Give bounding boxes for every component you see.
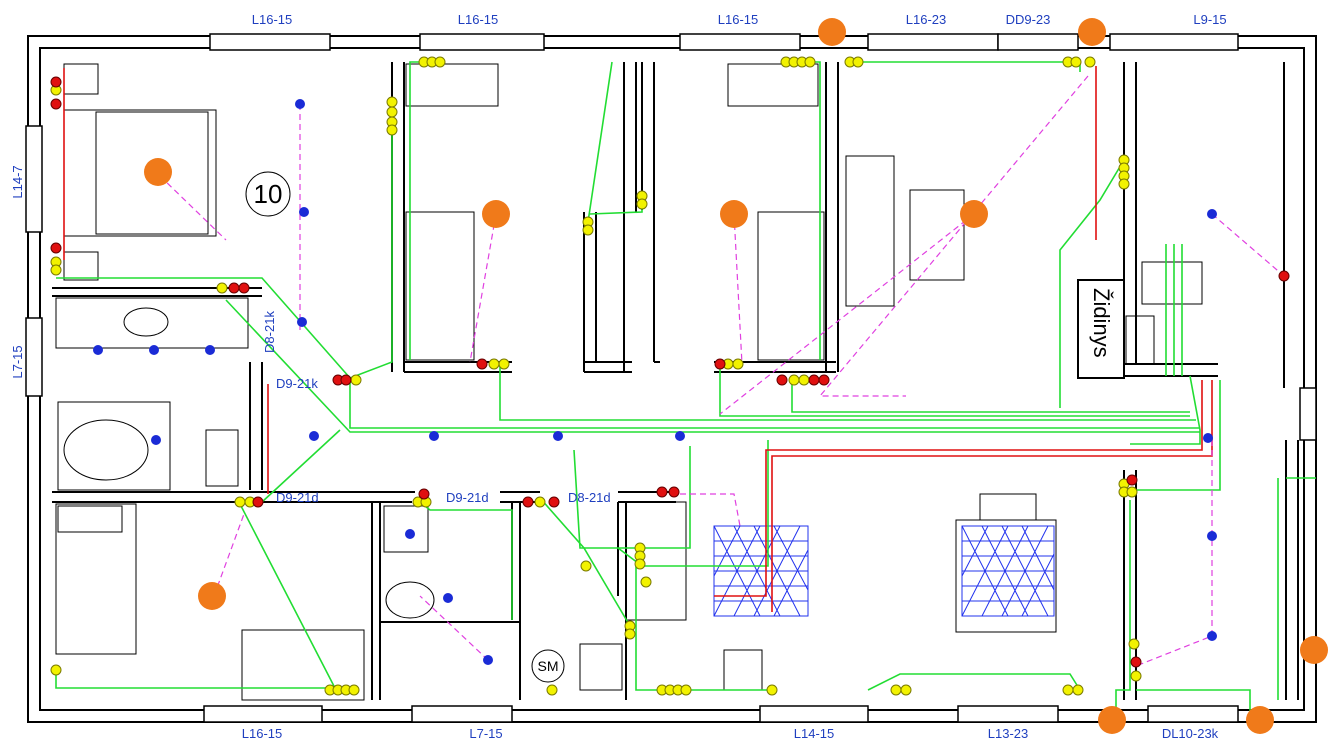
interior-walls	[52, 62, 1299, 700]
label-top-4: L16-23	[906, 12, 946, 27]
heating-grids	[713, 525, 1055, 617]
label-bottom-1: L16-15	[242, 726, 282, 741]
red-sockets	[50, 76, 1290, 668]
dashed-links	[159, 75, 1285, 667]
door-label-5: D8-21d	[568, 490, 611, 505]
label-bottom-3: L14-15	[794, 726, 834, 741]
door-label-4: D9-21d	[446, 490, 489, 505]
washer-label: SM	[538, 658, 559, 674]
label-top-3: L16-15	[718, 12, 758, 27]
door-label-1: D8-21k	[262, 311, 277, 353]
door-label-2: D9-21k	[276, 376, 318, 391]
label-left-1: L14-7	[10, 165, 25, 198]
label-top-1: L16-15	[252, 12, 292, 27]
label-top-6: L9-15	[1193, 12, 1226, 27]
label-bottom-4: L13-23	[988, 726, 1028, 741]
label-bottom-5: DL10-23k	[1162, 726, 1219, 741]
red-wiring	[63, 66, 1213, 612]
room-number: 10	[254, 179, 283, 209]
windows-bottom	[203, 705, 1239, 723]
label-bottom-2: L7-15	[469, 726, 502, 741]
door-label-3: D9-21d	[276, 490, 319, 505]
blue-spotlights	[93, 99, 1217, 665]
window-right	[1299, 387, 1317, 441]
windows-top	[209, 33, 1239, 51]
label-top-2: L16-15	[458, 12, 498, 27]
yellow-sockets	[50, 56, 1142, 696]
room-number-circle	[245, 171, 291, 217]
fireplace-box: Židinys	[1077, 279, 1125, 379]
label-top-5: DD9-23	[1006, 12, 1051, 27]
furniture	[55, 63, 1203, 701]
windows-left	[25, 125, 43, 397]
label-left-2: L7-15	[10, 345, 25, 378]
orange-lights	[144, 18, 1328, 734]
fireplace-label: Židinys	[1089, 288, 1114, 358]
